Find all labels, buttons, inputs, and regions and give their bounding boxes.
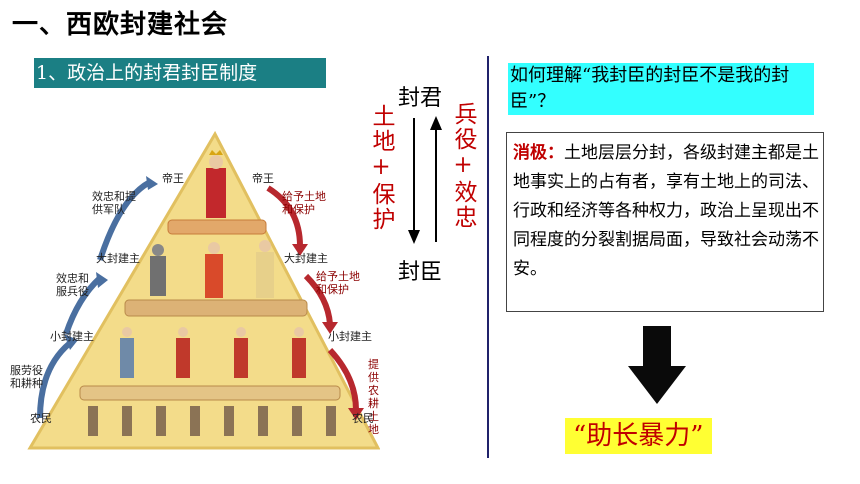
label-loyalty-army: 效忠和提供军队 [92,190,136,216]
great-lord-figures [150,240,274,298]
section-subtitle: 1、政治上的封君封臣制度 [34,58,326,88]
arrow-up-icon [430,116,442,130]
vassal-label: 封臣 [398,260,443,285]
label-labor-farm: 服劳役和耕种 [10,364,43,390]
label-peasant-left: 农民 [30,412,52,425]
small-lord-figures [120,327,306,378]
answer-box: 消极：土地层层分封，各级封建主都是土地事实上的占有者，享有土地上的司法、行政和经… [506,132,824,312]
label-emperor-right: 帝王 [252,172,274,185]
question-box: 如何理解“我封臣的封臣不是我的封臣”？ [508,63,814,115]
answer-label: 消极： [513,143,564,163]
upward-arrows [37,179,152,419]
answer-text: 土地层层分封，各级封建主都是土地事实上的占有者，享有土地上的司法、行政和经济等各… [513,143,819,279]
label-provide-farmland: 提供农耕土地 [368,358,379,436]
king-figure [206,150,226,218]
peasant-figures [88,406,336,436]
relationship-arrows [408,116,442,244]
label-give-land-2: 给予土地和保护 [316,270,360,296]
feudal-pyramid-illustration [27,130,380,450]
result-highlight: “助长暴力” [565,418,712,454]
page-title: 一、西欧封建社会 [12,10,229,40]
lord-label: 封君 [398,86,443,111]
label-emperor-left: 帝王 [162,172,184,185]
arrow-down-icon [408,230,420,244]
service-loyalty-text: 兵役+效忠 [450,102,476,230]
down-arrow-icon [628,326,686,404]
land-protection-text: 土地+保护 [368,104,394,232]
downward-arrows [266,185,359,411]
label-small-lord-right: 小封建主 [328,330,372,343]
pyramid-body [27,130,380,450]
vertical-divider [487,56,489,458]
label-give-land-1: 给予土地和保护 [282,190,326,216]
label-loyalty-service: 效忠和服兵役 [56,272,89,298]
label-great-lord-right: 大封建主 [284,252,328,265]
label-peasant-right: 农民 [352,412,374,425]
label-great-lord-left: 大封建主 [96,252,140,265]
label-small-lord-left: 小封建主 [50,330,94,343]
